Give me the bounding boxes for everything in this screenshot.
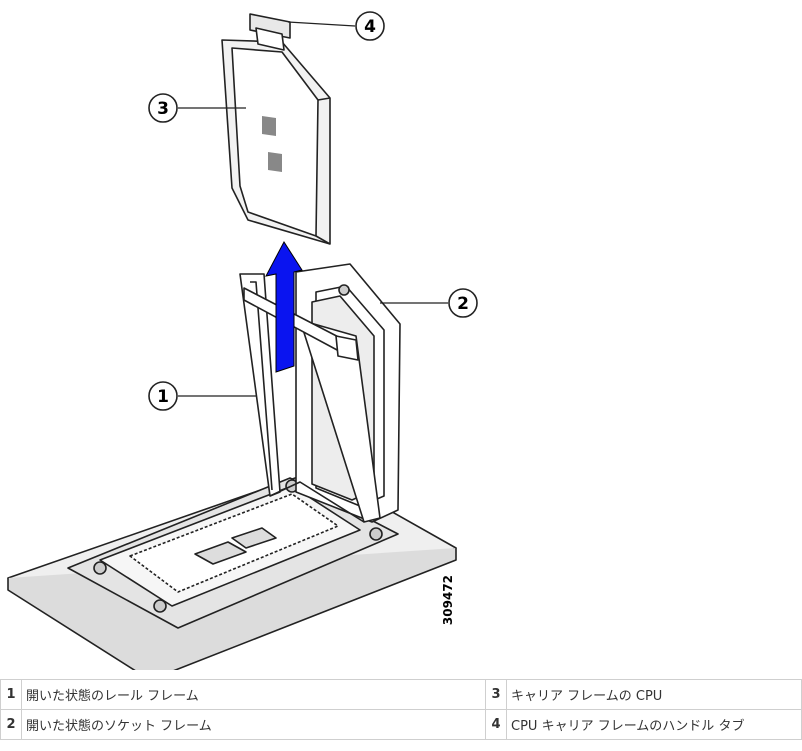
rail-frame-open bbox=[239, 273, 381, 523]
legend-num: 1 bbox=[0, 679, 22, 710]
table-row: 2 開いた状態のソケット フレーム 4 CPU キャリア フレームのハンドル タ… bbox=[0, 709, 802, 740]
callout-1: 1 bbox=[157, 387, 169, 407]
legend-num: 2 bbox=[0, 709, 22, 740]
figure-id: 309472 bbox=[441, 575, 455, 625]
lift-arrow-icon bbox=[265, 241, 303, 373]
legend-text: 開いた状態のレール フレーム bbox=[21, 679, 486, 710]
cpu-install-illustration: 1 2 3 4 309472 bbox=[7, 11, 478, 670]
callout-4-leader bbox=[287, 21, 356, 27]
carrier-handle-tab-icon bbox=[249, 13, 291, 51]
legend-num: 4 bbox=[485, 709, 507, 740]
callout-3: 3 bbox=[157, 99, 169, 119]
legend-text: キャリア フレームの CPU bbox=[506, 679, 802, 710]
callout-4: 4 bbox=[364, 17, 376, 37]
callout-2: 2 bbox=[457, 294, 469, 314]
legend-num: 3 bbox=[485, 679, 507, 710]
legend-text: CPU キャリア フレームのハンドル タブ bbox=[506, 709, 802, 740]
callout-legend-table: 1 開いた状態のレール フレーム 3 キャリア フレームの CPU 2 開いた状… bbox=[0, 679, 802, 740]
legend-text: 開いた状態のソケット フレーム bbox=[21, 709, 486, 740]
table-row: 1 開いた状態のレール フレーム 3 キャリア フレームの CPU bbox=[0, 679, 802, 710]
cpu-carrier-frame bbox=[221, 39, 331, 245]
